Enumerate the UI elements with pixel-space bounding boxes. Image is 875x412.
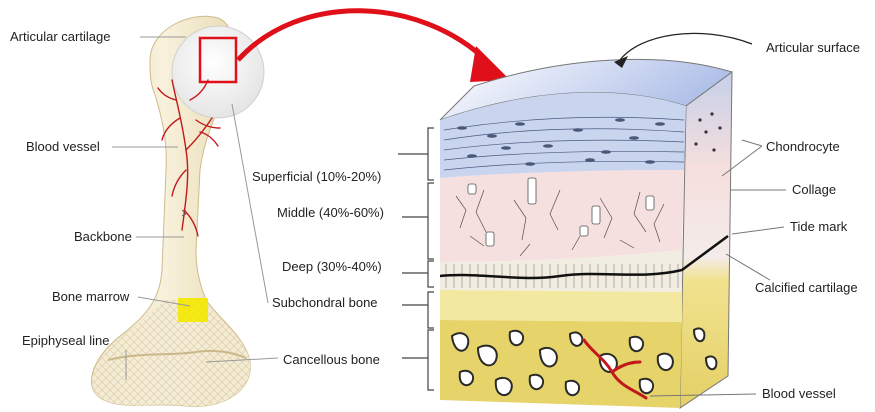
label-subchondral-bone: Subchondral bone: [272, 295, 378, 310]
label-backbone: Backbone: [74, 229, 132, 244]
label-collage: Collage: [792, 182, 836, 197]
label-bone-marrow: Bone marrow: [52, 289, 130, 304]
articular-surface-pointer: [620, 33, 752, 60]
label-articular-cartilage: Articular cartilage: [10, 29, 110, 44]
cartilage-block: [440, 59, 732, 408]
label-articular-surface: Articular surface: [766, 40, 860, 55]
leader-chondrocyte-a: [742, 140, 762, 146]
label-tide-mark: Tide mark: [790, 219, 848, 234]
label-deep: Deep (30%-40%): [282, 259, 382, 274]
layer-middle: [440, 170, 684, 262]
label-cancellous-bone: Cancellous bone: [283, 352, 380, 367]
long-bone: [91, 16, 264, 406]
label-epiphyseal-line: Epiphyseal line: [22, 333, 109, 348]
layer-cancellous: [440, 320, 682, 408]
leader-tide-mark: [732, 227, 784, 234]
zoom-arrow: [238, 11, 510, 82]
label-blood-vessel-right: Blood vessel: [762, 386, 836, 401]
cartilage-head: [172, 26, 264, 118]
zone-brackets: [398, 128, 434, 390]
label-blood-vessel-left: Blood vessel: [26, 139, 100, 154]
label-middle: Middle (40%-60%): [277, 205, 384, 220]
label-superficial: Superficial (10%-20%): [252, 169, 381, 184]
leader-calcified-cartilage: [726, 254, 770, 280]
label-chondrocyte: Chondrocyte: [766, 139, 840, 154]
layer-calcified: [440, 290, 682, 322]
label-calcified-cartilage: Calcified cartilage: [755, 280, 858, 295]
bone-marrow-band: [178, 298, 208, 322]
leader-subchondral: [232, 104, 268, 303]
